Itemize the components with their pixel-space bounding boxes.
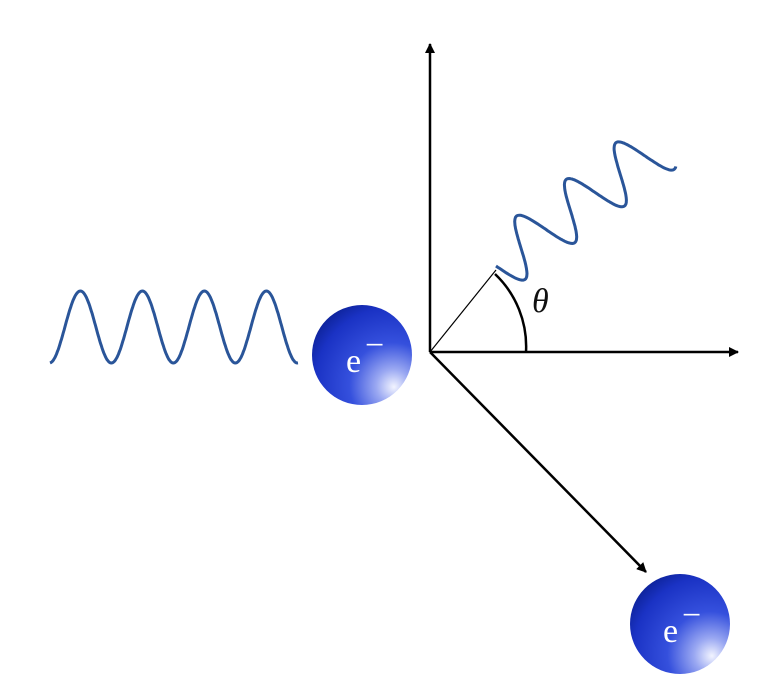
- electron-label: e: [346, 343, 361, 380]
- scattered-photon-wave: [495, 140, 678, 282]
- scattered-direction-line: [429, 269, 497, 353]
- recoil-electron-charge: −: [682, 597, 701, 634]
- incident-photon-wave: [49, 289, 299, 365]
- electron-at-rest: e −: [312, 305, 412, 405]
- electron-charge: −: [365, 327, 384, 364]
- recoil-electron-label: e: [663, 613, 678, 650]
- angle-arc: [494, 273, 528, 353]
- recoil-direction-arrow: [429, 351, 647, 573]
- recoil-electron: e −: [630, 574, 730, 674]
- angle-label: θ: [532, 283, 549, 320]
